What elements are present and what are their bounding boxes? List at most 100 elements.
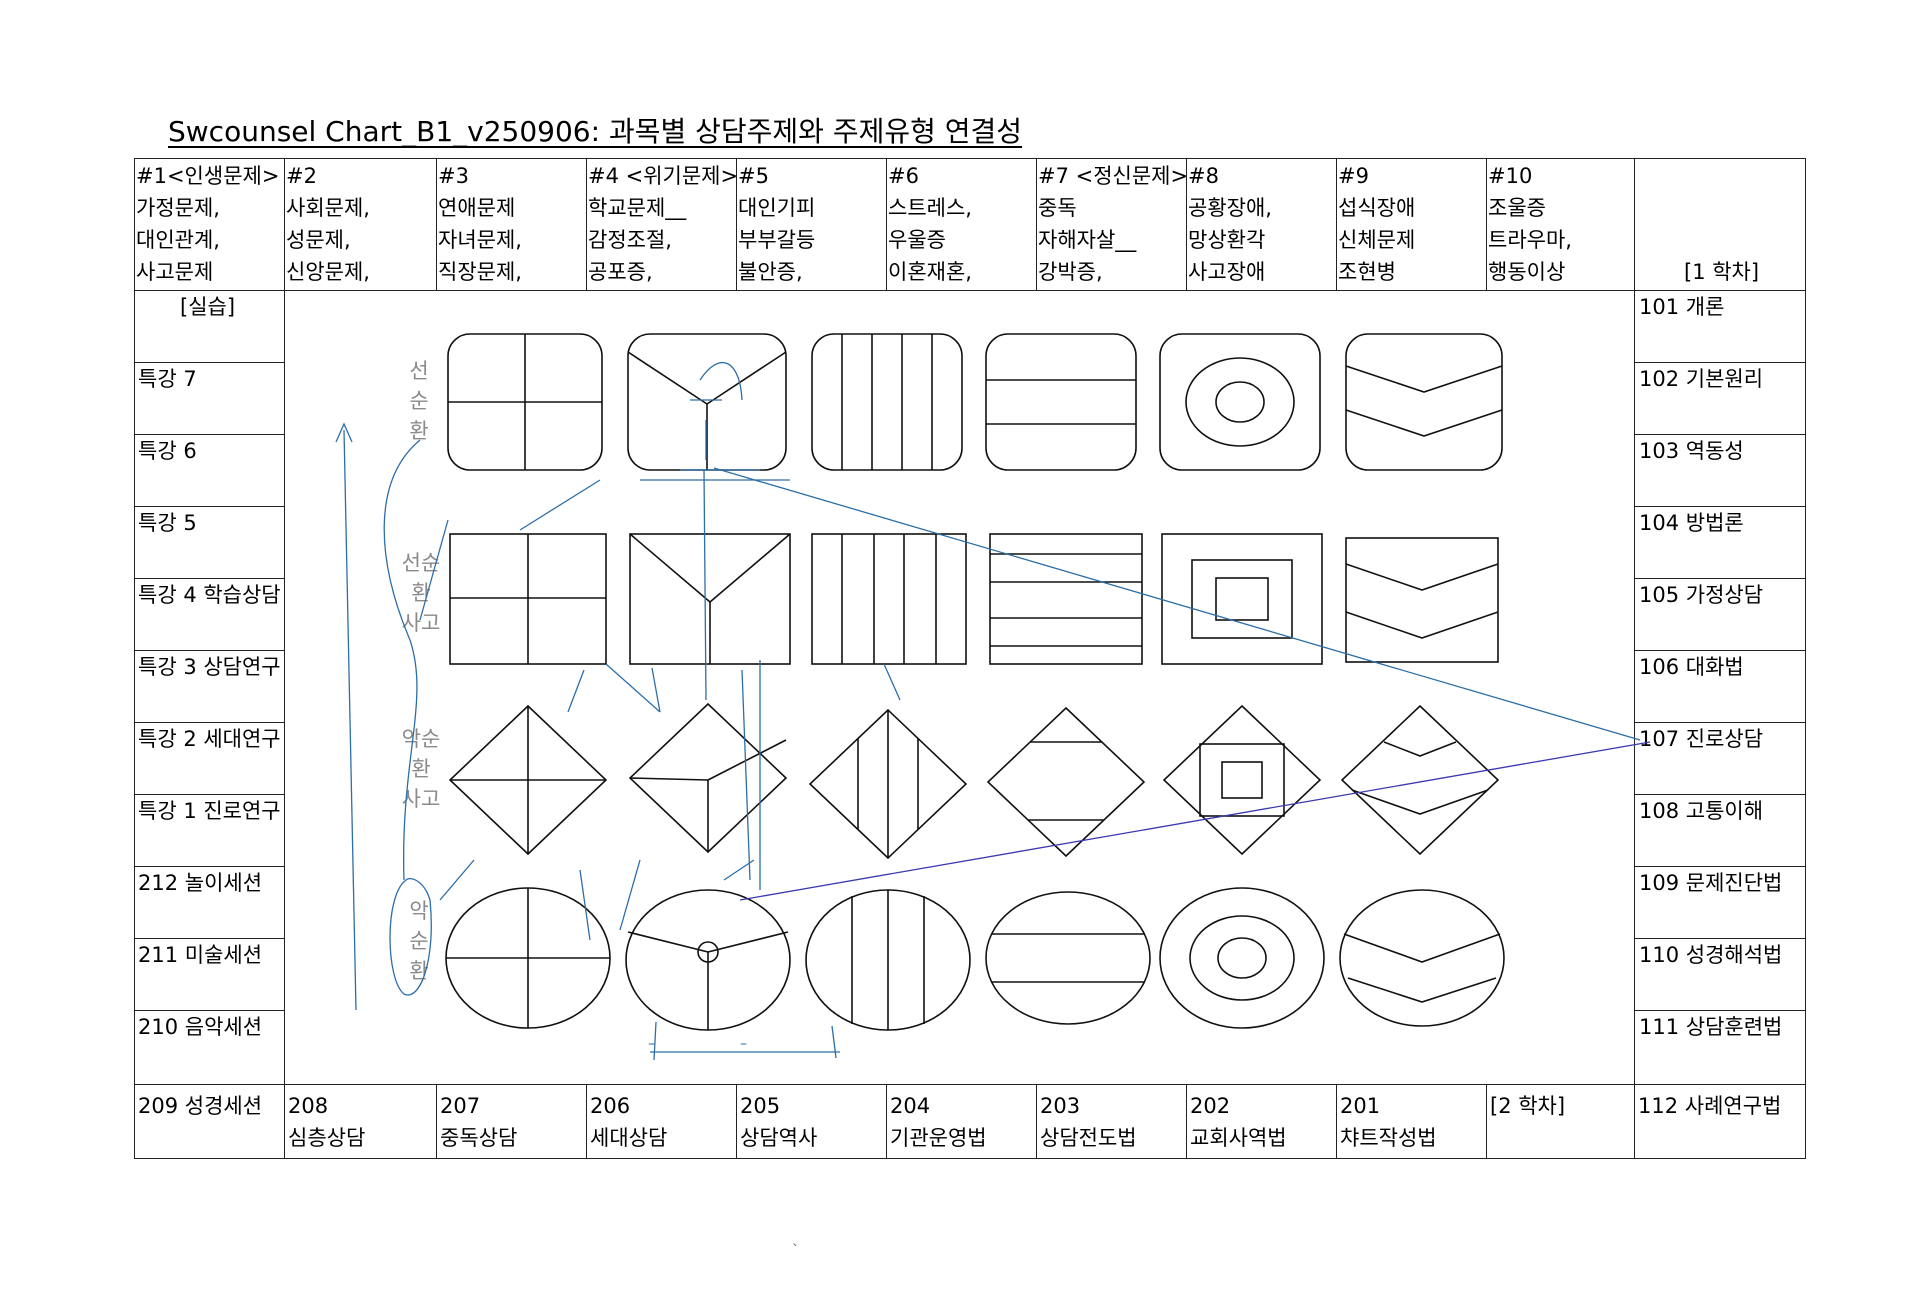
r2-vertical-stripes-square bbox=[811, 533, 967, 665]
bottom-cell-10: [2 학차] bbox=[1488, 1090, 1565, 1122]
row-line bbox=[134, 578, 284, 579]
label-row1-3: 환 bbox=[409, 419, 429, 443]
right-row-label: 107 진로상담 bbox=[1639, 727, 1764, 751]
bottom-cell-name: 세대상담 bbox=[590, 1126, 668, 1150]
header-topic-line: 직장문제, bbox=[438, 260, 522, 284]
bottom-cell-number: 112 사례연구법 bbox=[1638, 1094, 1782, 1118]
header-topic-line: 중독 bbox=[1038, 196, 1077, 220]
label-row3: 악순 환 사고 bbox=[396, 724, 446, 814]
header-topic-line: 망상환각 bbox=[1188, 228, 1266, 252]
r4-quadrant-oval bbox=[445, 887, 611, 1029]
bottom-cell-name: 상담전도법 bbox=[1040, 1126, 1137, 1150]
label-row4-1: 악 bbox=[409, 899, 429, 923]
bottom-cell-name: 교회사역법 bbox=[1190, 1126, 1287, 1150]
row-line bbox=[1634, 866, 1806, 867]
bottom-cell-number: 206 bbox=[590, 1094, 631, 1118]
right-row-label: 101 개론 bbox=[1639, 295, 1725, 319]
header-right-label: [1 학차] bbox=[1684, 260, 1760, 284]
col-line bbox=[586, 1084, 587, 1159]
chart-title: Swcounsel Chart_B1_v250906: 과목별 상담주제와 주제… bbox=[168, 115, 1023, 148]
header-topic-line: 감정조절, bbox=[588, 228, 672, 252]
header-topic-line: 연애문제 bbox=[438, 196, 516, 220]
row-line bbox=[134, 1010, 284, 1011]
row-line bbox=[134, 722, 284, 723]
r4-concentric-oval bbox=[1159, 887, 1325, 1029]
left-row-label: 특강 2 세대연구 bbox=[138, 727, 281, 751]
header-topic-line: 성문제, bbox=[286, 228, 351, 252]
header-topic-line: 불안증, bbox=[738, 260, 803, 284]
bottom-divider bbox=[134, 1084, 1806, 1085]
r2-horizontal-stripes-square bbox=[989, 533, 1143, 665]
header-heading: #3 bbox=[438, 164, 469, 188]
header-topic-line: 부부갈등 bbox=[738, 228, 816, 252]
r1-horizontal-stripes-square bbox=[985, 333, 1137, 471]
row-line bbox=[1634, 362, 1806, 363]
header-topic-line: 사고문제 bbox=[136, 260, 214, 284]
header-heading: #5 bbox=[738, 164, 769, 188]
r2-chevron-square bbox=[1345, 537, 1499, 663]
right-col-divider bbox=[1634, 158, 1635, 1159]
bottom-cell-number: 201 bbox=[1340, 1094, 1381, 1118]
bottom-cell-name: 기관운영법 bbox=[890, 1126, 987, 1150]
r3-quadrant-diamond bbox=[448, 704, 608, 856]
header-topic-line: 신체문제 bbox=[1338, 228, 1416, 252]
right-row-label: 110 성경해석법 bbox=[1639, 943, 1783, 967]
label-row1-2: 순 bbox=[409, 389, 429, 413]
right-row-label: 104 방법론 bbox=[1639, 511, 1744, 535]
bottom-cell-number: [2 학차] bbox=[1490, 1094, 1566, 1118]
left-row-label: 특강 5 bbox=[138, 511, 197, 535]
row-line bbox=[1634, 794, 1806, 795]
svg-text:–: – bbox=[648, 1036, 655, 1052]
label-row3-2: 환 bbox=[411, 757, 431, 781]
row-line bbox=[134, 506, 284, 507]
header-cell-1: #1<인생문제>가정문제,대인관계,사고문제 bbox=[136, 160, 279, 288]
r1-concentric-square bbox=[1159, 333, 1321, 471]
left-row-label: 특강 3 상담연구 bbox=[138, 655, 281, 679]
label-row1: 선 순 환 bbox=[404, 356, 434, 446]
col-line bbox=[1186, 1084, 1187, 1159]
bottom-cell-11: 112 사례연구법 bbox=[1636, 1090, 1781, 1122]
bottom-cell-7: 203 상담전도법 bbox=[1038, 1090, 1137, 1154]
label-row3-1: 악순 bbox=[401, 727, 441, 751]
header-topic-line: 사회문제, bbox=[286, 196, 370, 220]
col-line bbox=[886, 158, 887, 290]
chart-frame bbox=[134, 158, 1806, 1159]
r3-horizontal-diamond bbox=[986, 706, 1146, 858]
row-line bbox=[1634, 434, 1806, 435]
row-line bbox=[1634, 650, 1806, 651]
row-line bbox=[1634, 722, 1806, 723]
header-topic-line: 대인기피 bbox=[738, 196, 816, 220]
header-heading: #8 bbox=[1188, 164, 1219, 188]
col-line bbox=[436, 158, 437, 290]
row-line bbox=[134, 938, 284, 939]
header-topic-line: 우울증 bbox=[888, 228, 946, 252]
right-row-label: 103 역동성 bbox=[1639, 439, 1744, 463]
left-row-label: 211 미술세션 bbox=[138, 943, 263, 967]
right-row-label: 108 고통이해 bbox=[1639, 799, 1764, 823]
header-topic-line: 공황장애, bbox=[1188, 196, 1272, 220]
left-row-label: 특강 4 학습상담 bbox=[138, 583, 281, 607]
bottom-cell-number: 203 bbox=[1040, 1094, 1081, 1118]
col-line bbox=[736, 1084, 737, 1159]
col-line bbox=[1336, 1084, 1337, 1159]
left-row-label: 특강 1 진로연구 bbox=[138, 799, 281, 823]
header-topic-line: 트라우마, bbox=[1488, 228, 1572, 252]
header-topic-line: 자해자살__ bbox=[1038, 228, 1137, 252]
row-line bbox=[134, 434, 284, 435]
r1-chevron-square bbox=[1345, 333, 1503, 471]
r4-stripes-oval bbox=[805, 889, 971, 1031]
header-topic-line: 대인관계, bbox=[136, 228, 220, 252]
header-heading: #10 bbox=[1488, 164, 1533, 188]
r1-vertical-stripes-square bbox=[811, 333, 963, 471]
header-topic-line: 자녀문제, bbox=[438, 228, 522, 252]
col-line bbox=[1186, 158, 1187, 290]
col-line bbox=[886, 1084, 887, 1159]
